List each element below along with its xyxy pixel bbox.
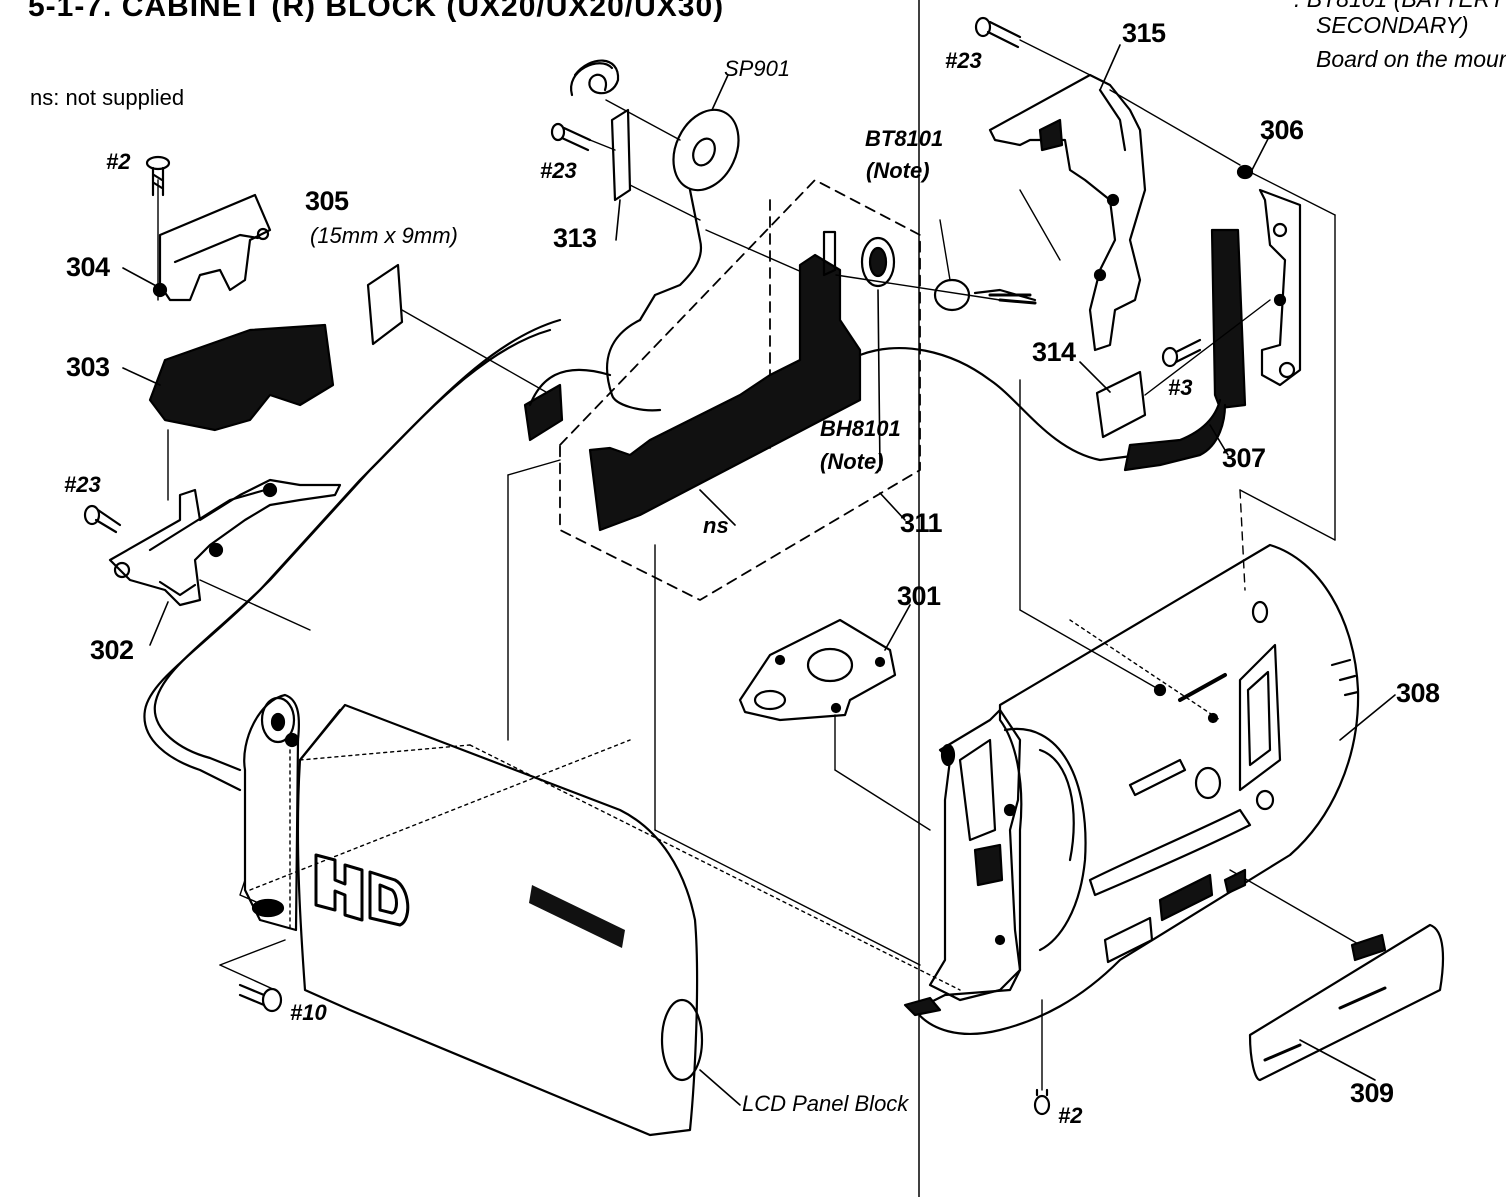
screw-2-bottom-drawing bbox=[1033, 1088, 1051, 1116]
brand-logo bbox=[529, 885, 625, 948]
label-305: 305 bbox=[305, 186, 349, 216]
screw-23-top-drawing bbox=[974, 16, 1022, 49]
bt8101-battery bbox=[933, 278, 1037, 312]
label-315: 315 bbox=[1122, 18, 1166, 48]
label-bt8101: BT8101 bbox=[865, 126, 944, 151]
label-screw-10: #10 bbox=[290, 1000, 327, 1025]
header-right-line3: Board on the mounted bbox=[1316, 46, 1506, 72]
speaker-sp901-drawing bbox=[638, 108, 740, 322]
part-311-board bbox=[523, 230, 862, 532]
part-311-outline bbox=[559, 179, 921, 601]
label-302: 302 bbox=[90, 635, 134, 665]
label-305-size: (15mm x 9mm) bbox=[310, 223, 458, 248]
label-313: 313 bbox=[553, 223, 597, 253]
screw-23-left-drawing bbox=[83, 504, 122, 534]
part-313-bracket bbox=[570, 59, 632, 202]
label-ns: ns bbox=[703, 513, 729, 538]
part-304-bracket bbox=[152, 193, 272, 302]
label-screw-3: #3 bbox=[1168, 375, 1193, 400]
label-308: 308 bbox=[1396, 678, 1440, 708]
screw-2-top-drawing bbox=[145, 155, 171, 197]
label-314: 314 bbox=[1032, 337, 1076, 367]
label-307: 307 bbox=[1222, 443, 1266, 473]
label-screw-23-left: #23 bbox=[64, 472, 101, 497]
label-301: 301 bbox=[897, 581, 941, 611]
part-309-cover bbox=[1248, 923, 1445, 1082]
label-bt8101-note: (Note) bbox=[866, 158, 930, 183]
part-308-cabinet bbox=[903, 543, 1360, 1035]
label-311: 311 bbox=[900, 508, 943, 538]
ns-note: ns: not supplied bbox=[30, 85, 185, 110]
lcd-panel-block bbox=[243, 693, 704, 1137]
part-314-sticker bbox=[1095, 370, 1147, 439]
header-right-line2: SECONDARY) bbox=[1316, 12, 1469, 38]
label-bh8101-note: (Note) bbox=[820, 449, 884, 474]
label-bh8101: BH8101 bbox=[820, 416, 901, 441]
header-right-line1: . BT8101 (BATTERY bbox=[1294, 0, 1505, 11]
label-screw-23-mid: #23 bbox=[540, 158, 577, 183]
hd-logo bbox=[314, 853, 410, 927]
screw-23-mid-drawing bbox=[550, 122, 592, 152]
label-screw-2-top: #2 bbox=[106, 149, 131, 174]
part-315-bracket bbox=[988, 73, 1147, 352]
screw-3-drawing bbox=[1161, 338, 1202, 368]
part-306-bracket bbox=[1236, 164, 1302, 387]
part-302-bracket bbox=[108, 478, 342, 607]
label-screw-23-top: #23 bbox=[945, 48, 982, 73]
bh8101-holder bbox=[860, 236, 896, 288]
lcd-cable bbox=[143, 318, 562, 792]
label-screw-2-bottom: #2 bbox=[1058, 1103, 1083, 1128]
label-309: 309 bbox=[1350, 1078, 1394, 1108]
part-303-block bbox=[148, 323, 335, 432]
label-306: 306 bbox=[1260, 115, 1304, 145]
label-lcd-panel-block: LCD Panel Block bbox=[742, 1091, 909, 1116]
label-303: 303 bbox=[66, 352, 110, 382]
part-301-plate bbox=[738, 618, 897, 722]
label-sp901: SP901 bbox=[724, 56, 791, 81]
part-305-sticker bbox=[366, 263, 404, 346]
label-304: 304 bbox=[66, 252, 110, 282]
page-title: 5-1-7. CABINET (R) BLOCK (UX20/UX20/UX30… bbox=[28, 0, 725, 23]
part-307-flex bbox=[1123, 228, 1247, 472]
screw-10-drawing bbox=[238, 983, 283, 1013]
